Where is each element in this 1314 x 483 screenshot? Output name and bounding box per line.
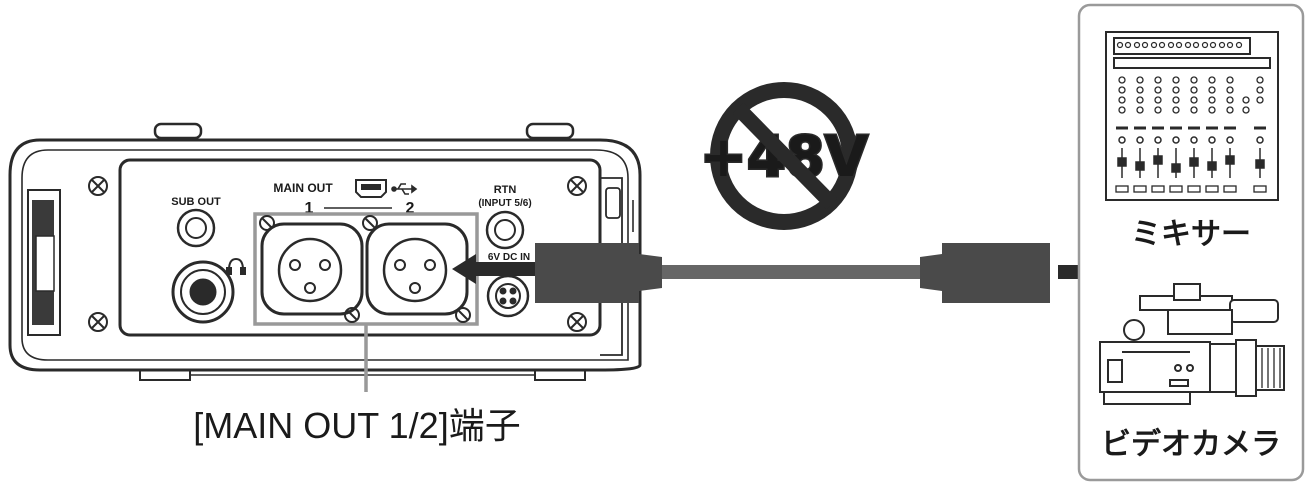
dc-in-jack [486, 274, 530, 318]
phantom-power-warning: +48V [698, 82, 870, 230]
dc-in-label: 6V DC IN [488, 252, 530, 263]
cable-line [662, 265, 920, 279]
rtn-jack [485, 210, 525, 250]
sub-out-label: SUB OUT [171, 196, 221, 208]
rtn-label: RTN [494, 184, 517, 196]
insert-arrow [452, 254, 536, 284]
sub-out-jack [176, 208, 216, 248]
cable-plug-right [942, 243, 1050, 303]
prohibition-icon [732, 102, 838, 210]
main-out-label: MAIN OUT [273, 181, 333, 195]
xlr-cable [535, 243, 1050, 303]
callout-label: [MAIN OUT 1/2]端子 [193, 405, 520, 446]
headphone-icon [226, 257, 246, 275]
panel-screws [88, 176, 587, 332]
mixer-icon [1105, 31, 1279, 201]
rtn-sub-label: (INPUT 5/6) [478, 198, 531, 209]
usb-port [355, 179, 387, 198]
mixer-label: ミキサー [1131, 217, 1251, 252]
cable-plug-left [535, 243, 639, 303]
main-out-channel-1-label: 1 [305, 200, 314, 217]
recorder-device [8, 122, 642, 381]
usb-icon [391, 183, 418, 195]
headphone-jack [171, 260, 235, 324]
xlr-screws [259, 215, 471, 323]
video-camera-icon [1099, 283, 1285, 405]
main-out-channel-2-label: 2 [406, 200, 415, 217]
camera-label: ビデオカメラ [1101, 427, 1281, 462]
xlr-connector-1 [260, 222, 364, 316]
